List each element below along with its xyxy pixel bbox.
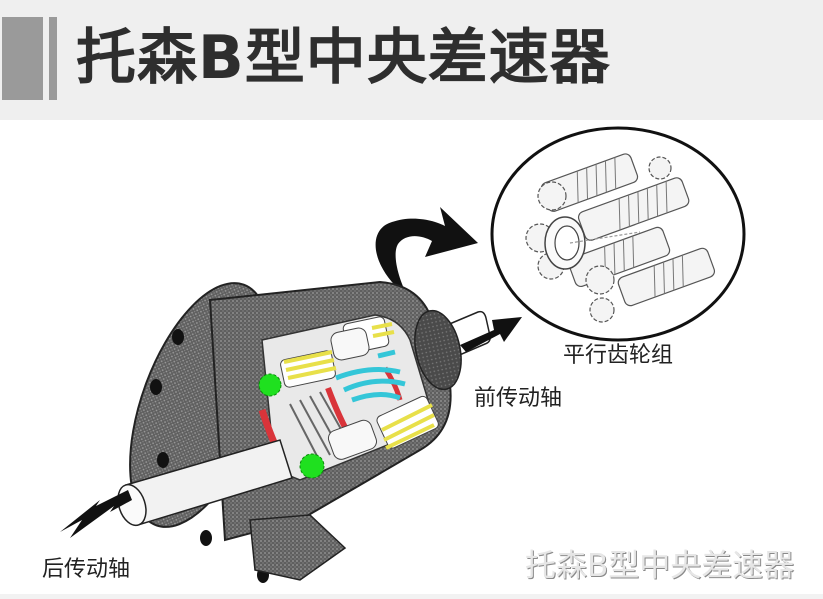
- accent-bar-narrow: [49, 17, 57, 100]
- watermark: 托森B型中央差速器: [525, 548, 795, 584]
- rear-driveshaft: [60, 439, 293, 538]
- label-front-driveshaft: 前传动轴: [474, 386, 563, 411]
- front-arrow-icon: [460, 317, 522, 352]
- differential-diagram: [60, 126, 746, 583]
- parallel-gear-set-inset: [490, 126, 746, 342]
- page-title: 托森B型中央差速器: [76, 23, 611, 93]
- label-rear-driveshaft: 后传动轴: [42, 557, 131, 582]
- bottom-strip: [0, 594, 823, 599]
- curved-arrow-icon: [375, 207, 478, 297]
- header-banner: 托森B型中央差速器: [0, 0, 823, 120]
- internal-gears: [258, 316, 439, 479]
- label-parallel-gear-set: 平行齿轮组: [563, 343, 674, 368]
- accent-bar-wide: [2, 17, 43, 100]
- rear-arrow-icon: [60, 490, 132, 538]
